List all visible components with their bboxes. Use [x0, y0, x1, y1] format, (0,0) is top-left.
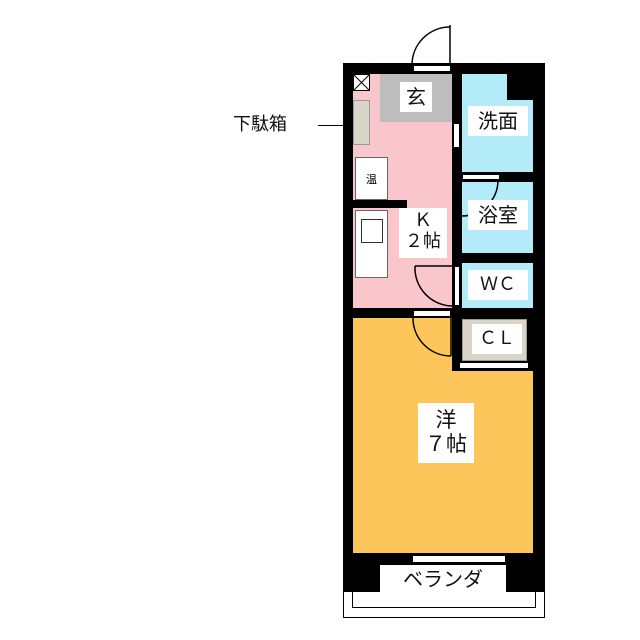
kitchen-label: Ｋ ２帖: [399, 208, 447, 258]
room-door: [413, 310, 451, 317]
balcony-rail: [343, 590, 545, 618]
closet-label: ＣＬ: [472, 324, 522, 354]
sink-icon: [361, 219, 383, 243]
balcony-rail-inner: [352, 590, 536, 608]
front-door-swing-icon: [411, 25, 451, 66]
balcony-label: ベランダ: [403, 567, 483, 591]
toilet-label: ＷＣ: [468, 270, 528, 300]
pillar: [507, 74, 533, 100]
shoe-box: [353, 100, 370, 145]
shoe-box-leader-line: [318, 125, 343, 126]
closet-door: [459, 362, 529, 369]
room-door-swing-icon: [412, 317, 452, 357]
washroom-label: 洗面: [468, 106, 528, 136]
shoe-box-annotation: 下駄箱: [233, 114, 287, 135]
kitchen-size: ２帖: [405, 230, 441, 252]
kitchen-name: Ｋ: [414, 210, 432, 231]
western-room-area: [353, 318, 452, 378]
storage-corner-icon: [353, 74, 370, 91]
bath-door: [462, 174, 500, 180]
front-door-opening: [413, 65, 451, 72]
balcony-window: [412, 555, 506, 563]
western-room-size: ７帖: [425, 432, 467, 457]
toilet-door-swing-icon: [414, 265, 454, 307]
wash-door: [453, 123, 460, 148]
kitchen-partition-wall: [343, 200, 407, 208]
entrance-label: 玄: [400, 82, 432, 112]
water-heater-label: 温: [366, 173, 377, 186]
water-heater: 温: [355, 157, 388, 200]
western-room-name: 洋: [435, 408, 457, 432]
bathroom-label: 浴室: [468, 200, 528, 230]
toilet-door: [454, 266, 460, 306]
sink-counter: [355, 210, 388, 278]
balcony-label-box: [380, 565, 506, 593]
western-room-label: 洋 ７帖: [418, 403, 474, 463]
